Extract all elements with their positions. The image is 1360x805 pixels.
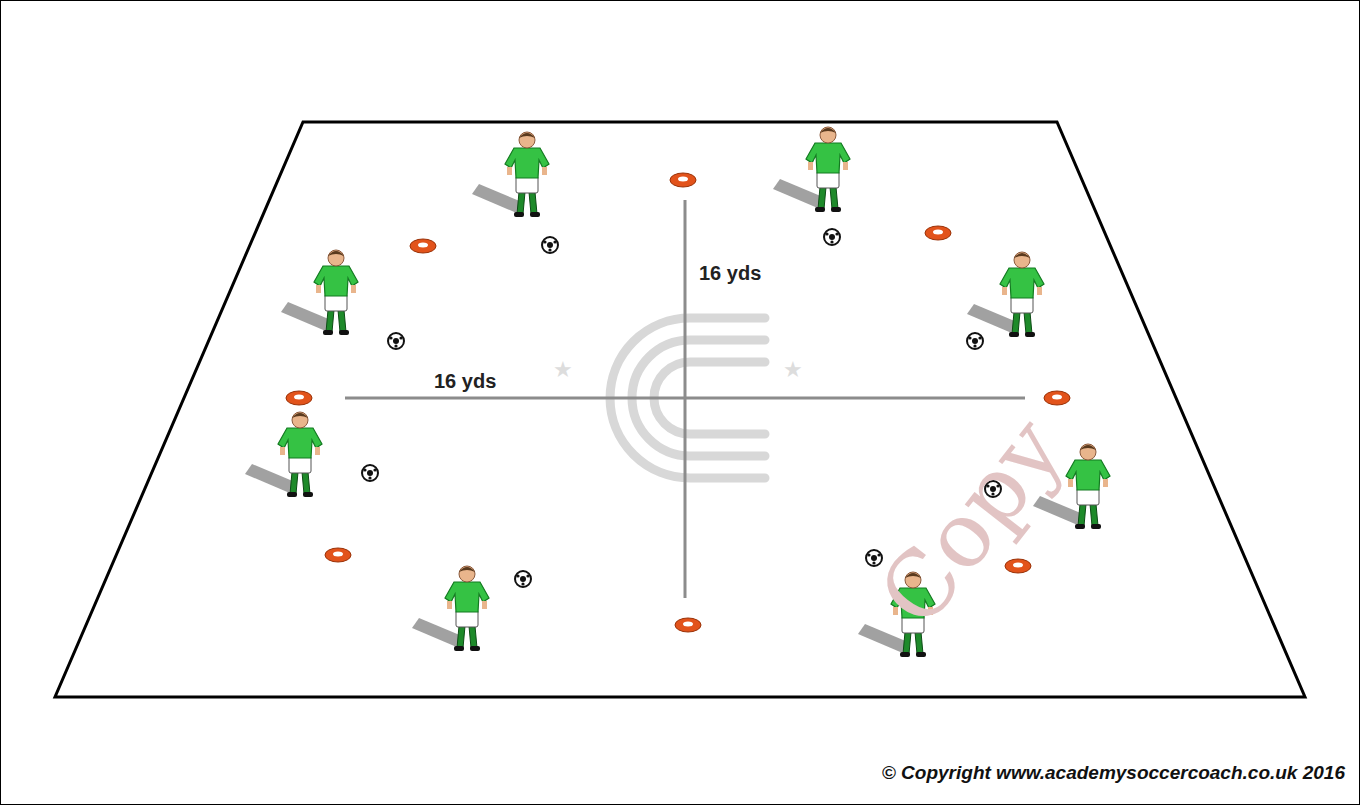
dimension-label: 16 yds: [697, 262, 763, 285]
dimension-label: 16 yds: [432, 370, 498, 393]
svg-text:★: ★: [553, 357, 573, 382]
copyright-notice: © Copyright www.academysoccercoach.co.uk…: [882, 762, 1345, 784]
svg-text:★: ★: [783, 357, 803, 382]
